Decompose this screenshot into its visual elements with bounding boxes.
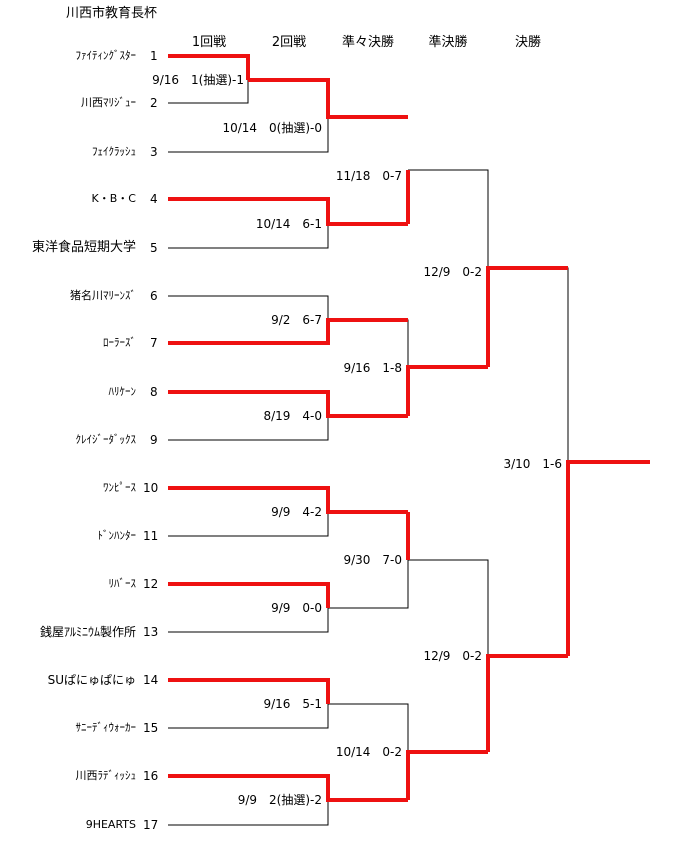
team-name: ﾌｪｲｸﾗｯｼｭ [92, 145, 136, 158]
team-name: 9HEARTS [85, 818, 136, 831]
seed-number: 11 [143, 529, 159, 543]
team-name: ﾛｰﾗｰｽﾞ [103, 336, 136, 349]
seed-number: 9 [150, 433, 158, 447]
team-name: ﾄﾞﾝﾊﾝﾀｰ [97, 529, 137, 542]
bracket-line [168, 800, 329, 826]
winner-path [168, 197, 408, 226]
round-header-quarterfinal: 準々決勝 [341, 35, 395, 50]
seed-number: 3 [150, 145, 158, 159]
winner-path [406, 750, 488, 800]
winner-path [406, 365, 488, 416]
bracket-line [168, 704, 329, 729]
match-score: 12/9 0-2 [423, 265, 482, 279]
winner-path [248, 78, 408, 119]
match-score: 9/16 5-1 [263, 697, 322, 711]
team-name: ﾌｧｲﾃｨﾝｸﾞｽﾀｰ [75, 49, 137, 62]
team-name: 川西ﾗﾃﾞｨｯｼｭ [75, 769, 137, 782]
match-score: 9/9 4-2 [271, 505, 322, 519]
seed-number: 6 [150, 289, 158, 303]
match-score: 12/9 0-2 [423, 649, 482, 663]
winner-path [168, 54, 250, 80]
seed-number: 14 [143, 673, 159, 687]
seed-number: 5 [150, 241, 158, 255]
bracket-line [168, 80, 249, 104]
team-name: K・B・C [91, 192, 136, 205]
seed-number: 8 [150, 385, 158, 399]
bracket-line [408, 169, 489, 268]
seed-number: 7 [150, 336, 158, 350]
bracket-line [488, 267, 569, 462]
bracket-line [328, 560, 409, 609]
match-score: 11/18 0-7 [335, 169, 402, 183]
team-name: ﾊﾘｹｰﾝ [108, 385, 137, 398]
match-score: 8/19 4-0 [263, 409, 322, 423]
match-score: 9/16 1(抽選)-1 [152, 73, 244, 87]
seed-number: 4 [150, 192, 158, 206]
seed-number: 12 [143, 577, 159, 591]
seed-number: 10 [143, 481, 159, 495]
bracket-line [168, 608, 329, 633]
bracket-line [168, 117, 329, 153]
match-score: 9/2 6-7 [271, 313, 322, 327]
team-name: 銭屋ｱﾙﾐﾆｳﾑ製作所 [39, 625, 136, 639]
team-name: 東洋食品短期大学 [31, 240, 136, 255]
bracket-line [168, 512, 329, 537]
team-name: ﾜﾝﾋﾟｰｽ [103, 481, 136, 494]
round-header-final: 決勝 [514, 35, 542, 50]
seed-number: 1 [150, 49, 158, 63]
winner-path [566, 460, 650, 656]
match-score: 9/9 2(抽選)-2 [237, 793, 322, 807]
bracket-line [168, 416, 329, 441]
bracket-line [168, 224, 329, 249]
team-name: 猪名川ﾏﾘｰﾝｽﾞ [70, 289, 136, 302]
match-score: 9/16 1-8 [343, 361, 402, 375]
round-header-1: 1回戦 [191, 35, 227, 50]
match-score: 10/14 6-1 [255, 217, 322, 231]
team-name: SUぱにゅぱにゅ [47, 673, 136, 687]
round-header-2: 2回戦 [271, 35, 307, 50]
winner-path [168, 390, 408, 418]
winner-path [168, 486, 408, 514]
bracket-line [328, 319, 409, 367]
team-name: 川西ﾏﾘｼﾞｭｰ [81, 96, 136, 109]
team-name: ｸﾚｲｼﾞｰﾀﾞｯｸｽ [75, 433, 137, 446]
bracket-line [168, 295, 329, 320]
winner-path [168, 678, 330, 704]
seed-number: 16 [143, 769, 159, 783]
bracket-line [328, 703, 409, 752]
winner-path [168, 582, 330, 608]
match-score: 9/9 0-0 [271, 601, 322, 615]
winner-path [486, 654, 568, 752]
winner-path [168, 318, 408, 345]
round-header-semifinal: 準決勝 [428, 35, 468, 50]
match-score: 10/14 0-2 [335, 745, 402, 759]
seed-number: 2 [150, 96, 158, 110]
match-score: 9/30 7-0 [343, 553, 402, 567]
seed-number: 13 [143, 625, 159, 639]
match-score: 3/10 1-6 [503, 457, 562, 471]
team-name: ｻﾆｰﾃﾞｨｳｫｰｶｰ [75, 721, 137, 734]
seed-number: 15 [143, 721, 159, 735]
bracket-line [408, 559, 489, 656]
winner-path [168, 774, 408, 802]
match-score: 10/14 0(抽選)-0 [222, 121, 322, 135]
tournament-title: 川西市教育長杯 [66, 6, 158, 21]
seed-number: 17 [143, 818, 159, 832]
team-name: ﾘﾊﾞｰｽ [108, 577, 137, 590]
winner-path [486, 266, 568, 367]
